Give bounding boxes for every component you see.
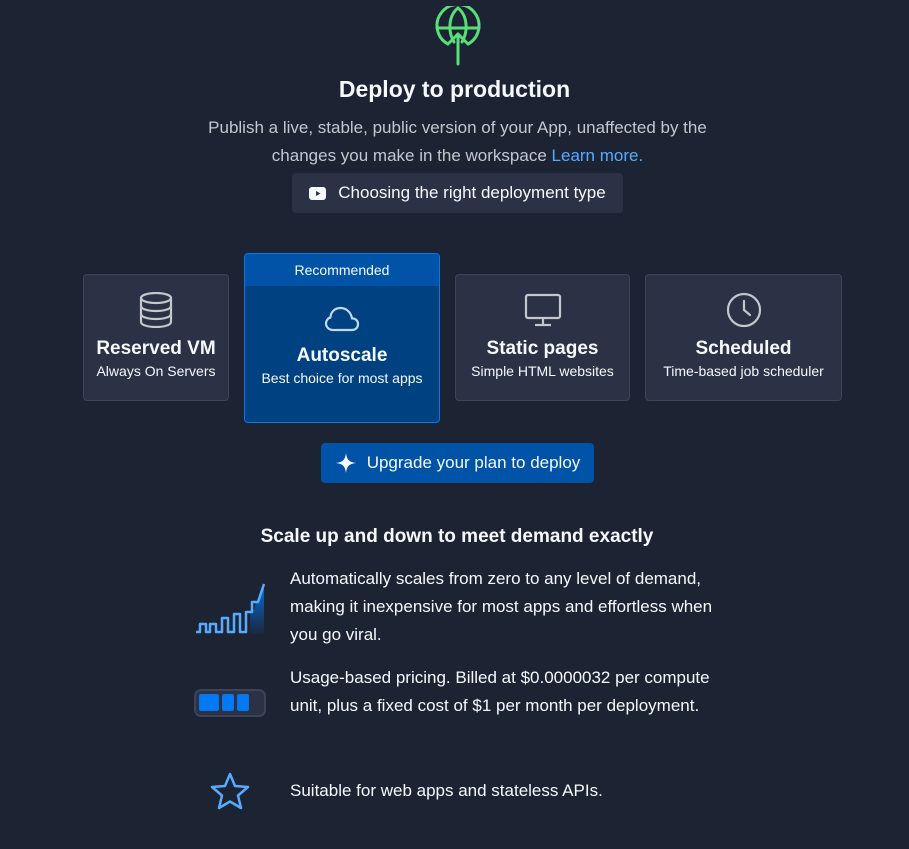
deployment-card-reserved-vm[interactable]: Reserved VM Always On Servers [83,274,229,401]
learn-more-link[interactable]: Learn more. [551,146,644,165]
section-title: Scale up and down to meet demand exactly [260,526,654,547]
card-title: Static pages [486,338,599,359]
clock-icon [726,292,761,328]
card-title: Reserved VM [96,338,216,359]
scaling-graph-icon [194,582,266,639]
card-title: Scheduled [695,338,792,359]
globe-upload-icon [434,3,482,68]
card-description: Best choice for most apps [261,370,423,386]
battery-usage-icon [194,689,266,722]
feature-text: Suitable for web apps and stateless APIs… [290,781,603,800]
cloud-icon [324,306,360,332]
recommended-badge: Recommended [245,254,439,286]
monitor-icon [524,293,561,327]
database-icon [139,292,173,328]
deployment-card-static-pages[interactable]: Static pages Simple HTML websites [455,274,630,401]
star-icon [210,772,250,815]
video-button-label: Choosing the right deployment type [338,183,606,202]
sparkle-icon [335,453,356,473]
deployment-type-video-button[interactable]: Choosing the right deployment type [292,173,623,213]
feature-text: Usage-based pricing. Billed at $0.000003… [290,668,710,715]
card-description: Always On Servers [96,363,216,379]
deployment-card-scheduled[interactable]: Scheduled Time-based job scheduler [645,274,842,401]
card-description: Time-based job scheduler [663,363,824,379]
deployment-card-autoscale[interactable]: Recommended Autoscale Best choice for mo… [244,253,440,423]
page-subtitle: Publish a live, stable, public version o… [200,114,715,170]
feature-text: Automatically scales from zero to any le… [290,569,713,644]
page-title: Deploy to production [338,76,571,102]
upgrade-plan-button[interactable]: Upgrade your plan to deploy [321,443,594,483]
upgrade-button-label: Upgrade your plan to deploy [366,453,581,472]
subtitle-text: Publish a live, stable, public version o… [208,118,707,165]
card-description: Simple HTML websites [471,363,614,379]
card-title: Autoscale [296,345,388,366]
youtube-icon [309,186,327,200]
